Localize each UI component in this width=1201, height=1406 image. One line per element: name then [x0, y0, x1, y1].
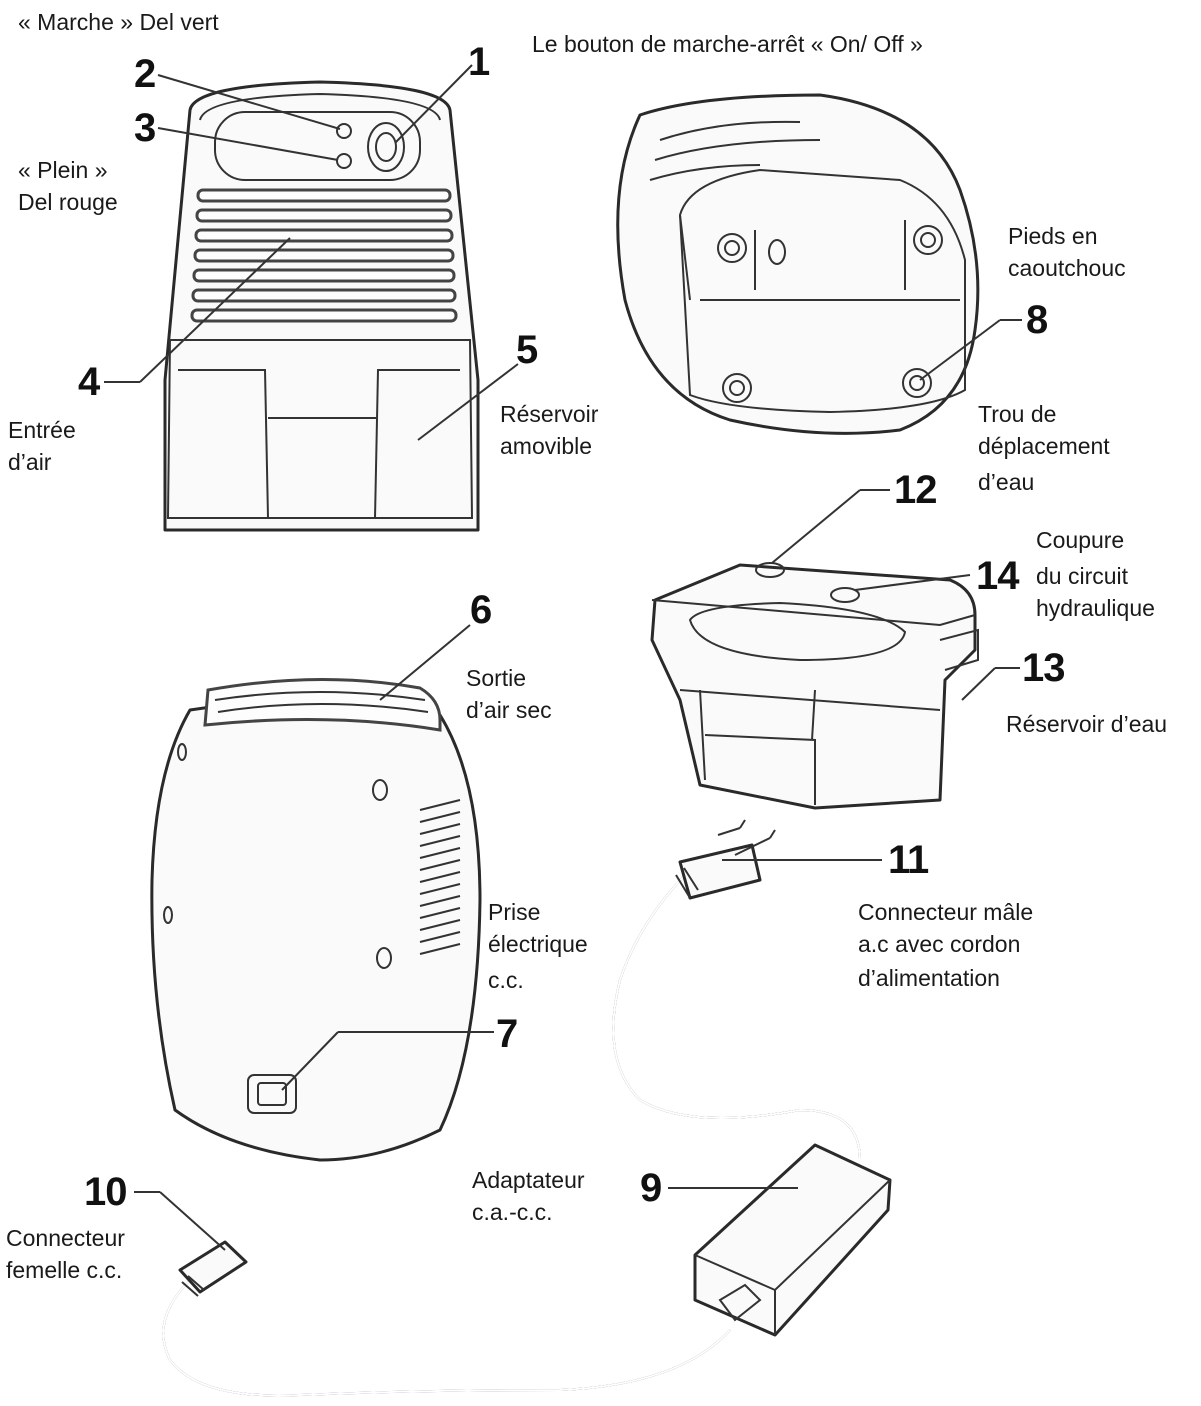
rubber-feet-icon — [717, 225, 943, 403]
label-reservoir-amovible-line2: amovible — [500, 433, 593, 459]
label-trou-line1: Trou de — [978, 401, 1057, 427]
label-pieds-line1: Pieds en — [1008, 223, 1098, 249]
label-coupure-line2: du circuit — [1036, 563, 1129, 589]
callout-13: 13 — [1022, 646, 1065, 690]
callout-12: 12 — [894, 468, 937, 512]
callout-2: 2 — [134, 52, 156, 96]
label-connecteur-male-line3: d’alimentation — [858, 965, 1000, 991]
label-sortie-line2: d’air sec — [466, 697, 552, 723]
label-prise-line2: électrique — [488, 931, 588, 957]
power-cord — [162, 869, 861, 1397]
callout-14: 14 — [976, 554, 1019, 598]
led-green-icon — [336, 123, 352, 139]
label-prise-line3: c.c. — [488, 967, 524, 993]
label-entree-line1: Entrée — [8, 417, 76, 443]
callout-3: 3 — [134, 106, 156, 150]
callout-5: 5 — [516, 328, 538, 372]
power-button-icon — [367, 122, 405, 172]
label-plein-line1: « Plein » — [18, 157, 108, 183]
callout-7: 7 — [496, 1012, 518, 1056]
float-cap-icon — [755, 562, 785, 578]
label-prise-line1: Prise — [488, 899, 541, 925]
callout-9: 9 — [640, 1166, 662, 1210]
label-coupure-line1: Coupure — [1036, 527, 1125, 553]
label-connecteur-femelle-line2: femelle c.c. — [6, 1257, 123, 1283]
water-cut-off-icon — [830, 587, 860, 603]
label-connecteur-male-line2: a.c avec cordon — [858, 931, 1021, 957]
dc-plug-icon — [178, 1240, 248, 1297]
water-tank-unit — [650, 562, 979, 810]
drain-hole-icon — [768, 239, 786, 265]
callout-10: 10 — [84, 1170, 127, 1214]
callout-4: 4 — [78, 360, 100, 404]
label-sortie-line1: Sortie — [466, 665, 527, 691]
label-connecteur-male-line1: Connecteur mâle — [858, 899, 1034, 925]
side-vent-icon — [419, 799, 461, 955]
ac-plug-icon — [675, 819, 776, 900]
dc-socket-icon — [247, 1074, 297, 1114]
label-entree-line2: d’air — [8, 449, 52, 475]
label-coupure-line3: hydraulique — [1036, 595, 1155, 621]
callout-1: 1 — [468, 40, 490, 84]
bottom-view-unit — [616, 93, 980, 435]
label-trou-line2: déplacement — [978, 433, 1110, 459]
label-bouton-on-off: Le bouton de marche-arrêt « On/ Off » — [532, 31, 923, 57]
callout-11: 11 — [888, 838, 929, 882]
back-view-unit — [150, 677, 482, 1162]
label-reservoir-amovible-line1: Réservoir — [500, 401, 599, 427]
label-connecteur-femelle-line1: Connecteur — [6, 1225, 125, 1251]
label-reservoir-eau: Réservoir d’eau — [1006, 711, 1168, 737]
led-red-icon — [336, 153, 352, 169]
callout-6: 6 — [470, 588, 492, 632]
label-marche-del-vert: « Marche » Del vert — [18, 9, 219, 35]
label-trou-line3: d’eau — [978, 469, 1035, 495]
callout-8: 8 — [1026, 298, 1048, 342]
ac-dc-adapter-icon — [693, 1143, 892, 1337]
front-view-unit — [163, 80, 480, 532]
label-adaptateur-line2: c.a.-c.c. — [472, 1199, 553, 1225]
label-pieds-line2: caoutchouc — [1008, 255, 1126, 281]
leader-lines — [104, 64, 1022, 1251]
label-adaptateur-line1: Adaptateur — [472, 1167, 585, 1193]
label-plein-line2: Del rouge — [18, 189, 118, 215]
air-intake-grille-icon — [190, 188, 458, 323]
